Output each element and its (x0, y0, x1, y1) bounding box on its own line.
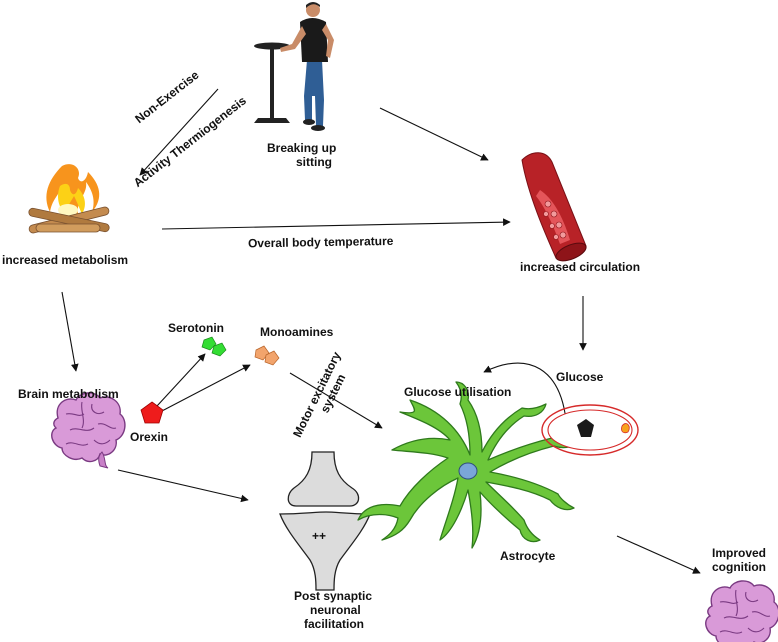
arrow-orexin-to-monoamines (159, 364, 251, 413)
standing-person-icon (254, 2, 334, 131)
campfire-icon (28, 164, 110, 234)
orange-molecule-icon (254, 345, 280, 366)
improved-cognition-label-line1: Improved (712, 546, 766, 560)
glucose-label: Glucose (556, 370, 604, 384)
breaking-up-label-line1: Breaking up (267, 141, 336, 155)
neat-label-line1: Non-Exercise (132, 68, 201, 126)
astrocyte-label: Astrocyte (500, 549, 556, 563)
post-synaptic-label-line2: neuronal (310, 603, 361, 617)
arrow-monoamines-to-astrocyte (289, 372, 383, 429)
arrow-glucose-to-utilisation (483, 362, 567, 421)
arrow-person-to-vessel (379, 107, 489, 161)
brain-icon-cognition (705, 580, 778, 642)
arrow-brain-to-synapse (117, 469, 249, 503)
overall-body-temperature-label: Overall body temperature (248, 234, 394, 251)
arrow-fire-to-vessel (161, 218, 511, 230)
astrocyte-nucleus (458, 462, 478, 480)
arrow-person-to-fire (139, 88, 219, 176)
red-pentagon-icon (140, 401, 164, 424)
post-synaptic-label-line1: Post synaptic (294, 589, 372, 603)
glucose-cell-icon (541, 404, 639, 456)
arrow-metabolism-to-brain (61, 291, 79, 372)
post-synaptic-label-line3: facilitation (304, 617, 364, 631)
breaking-up-label-line2: sitting (296, 155, 332, 169)
astrocyte-icon (357, 381, 581, 549)
brain-metabolism-label: Brain metabolism (18, 387, 119, 401)
arrow-orexin-to-serotonin (156, 353, 206, 407)
increased-circulation-label: increased circulation (520, 260, 640, 274)
blood-vessel-icon (521, 152, 587, 262)
green-molecule-icon (201, 336, 227, 357)
brain-icon (51, 392, 126, 469)
synapse-sign: ++ (312, 529, 326, 543)
orexin-label: Orexin (130, 430, 168, 444)
monoamines-label: Monoamines (260, 325, 334, 339)
synapse-icon: ++ (279, 451, 371, 591)
increased-metabolism-label: increased metabolism (2, 253, 128, 267)
glucose-utilisation-label: Glucose utilisation (404, 385, 511, 399)
arrow-astrocyte-to-cognition (616, 535, 701, 574)
improved-cognition-label-line2: cognition (712, 560, 766, 574)
serotonin-label: Serotonin (168, 321, 224, 335)
